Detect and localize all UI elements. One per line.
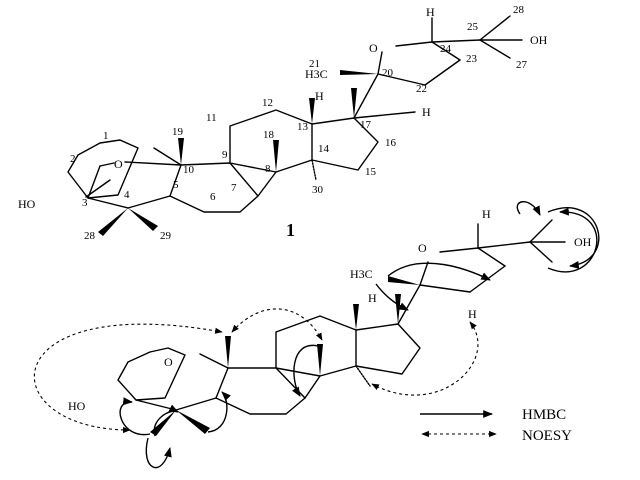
methyl-label: H3C — [350, 267, 373, 281]
carbon-number: 9 — [222, 149, 228, 161]
legend: HMBC NOESY — [420, 407, 572, 444]
carbon-number: 25 — [467, 21, 479, 33]
hmbc-arrow — [292, 344, 319, 397]
carbon-number: 28 — [513, 4, 525, 16]
carbon-number: 28 — [84, 230, 96, 242]
carbon-number: 24 — [440, 43, 452, 55]
ring-a-bonds — [67, 139, 182, 209]
carbon-number: 5 — [173, 179, 179, 191]
carbon-number: 27 — [516, 59, 528, 71]
hydroxyl-label: HO — [68, 399, 86, 413]
hydrogen-label-24: H — [482, 207, 491, 221]
ring-b-bonds — [169, 162, 259, 213]
carbon-number: 19 — [172, 126, 184, 138]
carbon-numbers: 1 2 3 4 5 6 7 8 9 10 11 12 13 14 15 16 1… — [70, 4, 528, 242]
carbon-number: 23 — [466, 53, 478, 65]
carbon-number: 7 — [231, 182, 237, 194]
hydrogen-label-17: H — [468, 307, 477, 321]
correlation-structure: HO O O OH H3C H H H — [33, 201, 600, 469]
hmbc-arrow — [119, 397, 151, 436]
compound-structure: HO O O OH H3C H H H 1 2 3 4 5 6 7 8 9 10… — [18, 4, 548, 242]
ether-oxygen-label: O — [164, 355, 173, 369]
carbon-number: 14 — [318, 143, 330, 155]
hmbc-arrow — [547, 207, 598, 273]
carbon-number: 16 — [385, 137, 397, 149]
noesy-arrows — [33, 308, 479, 434]
noesy-legend-label: NOESY — [522, 428, 572, 444]
carbon-number: 11 — [206, 112, 217, 124]
side-chain-bonds — [353, 15, 523, 119]
hmbc-legend-label: HMBC — [522, 407, 566, 423]
carbon-number: 8 — [265, 163, 271, 175]
furan-oxygen-label: O — [369, 41, 378, 55]
carbon-number: 21 — [309, 58, 320, 70]
compound-number: 1 — [286, 220, 295, 240]
carbon-number: 10 — [183, 164, 195, 176]
carbon-number: 30 — [312, 184, 324, 196]
carbon-number: 17 — [360, 119, 372, 131]
hydrogen-label: H — [315, 89, 324, 103]
carbon-number: 2 — [70, 153, 76, 165]
hydrogen-label-17: H — [422, 105, 431, 119]
noesy-arrow — [33, 323, 223, 434]
carbon-number: 29 — [160, 230, 172, 242]
side-hydroxyl-label: OH — [574, 235, 592, 249]
carbon-number: 22 — [416, 83, 427, 95]
noesy-arrow — [371, 321, 479, 396]
correlation-skeleton — [117, 219, 566, 436]
carbon-number: 3 — [82, 197, 88, 209]
hydrogen-label-24: H — [426, 5, 435, 19]
ether-oxygen-label: O — [114, 157, 123, 171]
carbon-number: 1 — [103, 130, 109, 142]
wedge-bonds — [85, 70, 378, 236]
carbon-number: 4 — [124, 189, 130, 201]
ring-d-bonds — [311, 117, 379, 171]
hmbc-arrow — [145, 437, 172, 469]
carbon-number: 15 — [365, 166, 377, 178]
noesy-arrow — [231, 308, 323, 341]
hydrogen-label: H — [368, 291, 377, 305]
carbon-number: 13 — [297, 121, 309, 133]
carbon-number: 20 — [382, 67, 394, 79]
hmbc-arrow — [375, 283, 409, 311]
furan-oxygen-label: O — [418, 241, 427, 255]
carbon-number: 18 — [263, 129, 275, 141]
hmbc-arrow — [387, 262, 491, 281]
side-hydroxyl-label: OH — [530, 33, 548, 47]
carbon-number: 6 — [210, 191, 216, 203]
carbon-number: 12 — [262, 97, 273, 109]
hydroxyl-label: HO — [18, 197, 36, 211]
hmbc-arrow — [516, 201, 541, 216]
methyl-label: H3C — [305, 67, 328, 81]
